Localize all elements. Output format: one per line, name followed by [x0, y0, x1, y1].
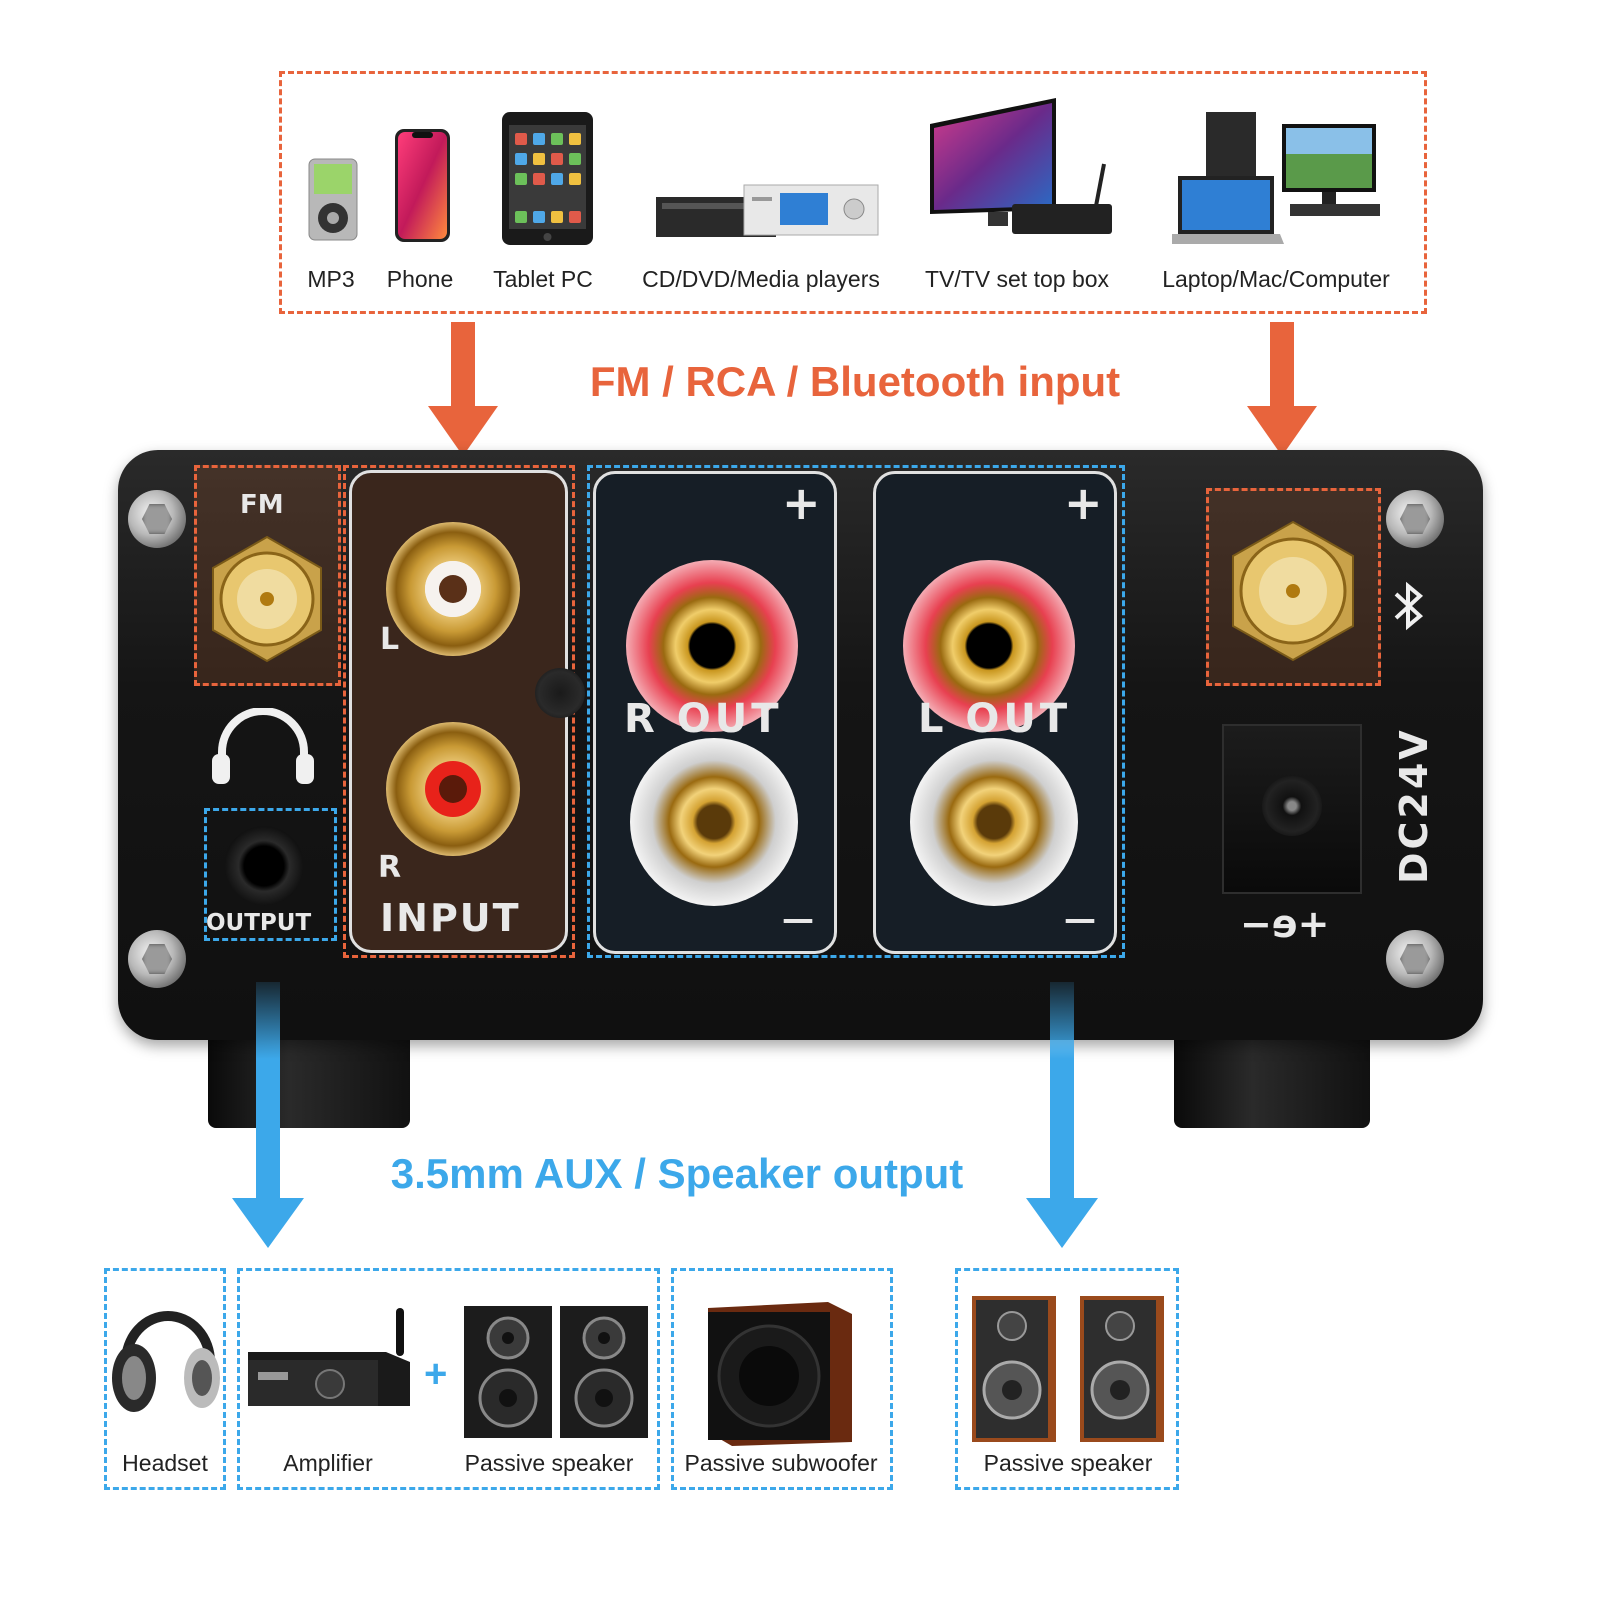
l-out-positive-post: [903, 560, 1075, 732]
output-label-amplifier: Amplifier: [283, 1450, 373, 1476]
source-label-mp3: MP3: [307, 266, 355, 292]
output-box-headset: [104, 1268, 226, 1490]
r-out-minus-label: —: [782, 900, 814, 938]
headphone-symbol-icon: [212, 708, 314, 784]
rca-input-right-ring: [425, 761, 481, 817]
aux-output-jack: [224, 826, 304, 906]
screw-bottom-left: [128, 930, 186, 988]
output-label: OUTPUT: [206, 910, 312, 936]
input-label: INPUT: [380, 896, 521, 940]
source-label-phone: Phone: [386, 266, 454, 292]
r-out-negative-post: [630, 738, 798, 906]
l-out-negative-post: [910, 738, 1078, 906]
output-box-amplifier-speakers: [237, 1268, 660, 1490]
r-out-positive-post: [626, 560, 798, 732]
bookshelf-speakers-icon: [464, 1306, 648, 1438]
output-label-passive-speaker: Passive speaker: [464, 1450, 634, 1476]
speaker-output-box: [587, 465, 1125, 958]
rca-input-left-ring: [425, 561, 481, 617]
output-box-passive-speaker: [955, 1268, 1179, 1490]
output-label-subwoofer: Passive subwoofer: [684, 1450, 878, 1476]
output-headline: 3.5mm AUX / Speaker output: [390, 1150, 964, 1197]
fm-antenna-connector: [203, 535, 331, 663]
computer-icon: [1168, 110, 1382, 246]
l-out-label: L OUT: [918, 696, 1072, 742]
dc-voltage-label: DC24V: [1392, 727, 1436, 884]
input-arrow-left: [428, 322, 498, 456]
output-box-subwoofer: [671, 1268, 893, 1490]
output-label-headset: Headset: [122, 1450, 208, 1476]
tablet-icon: [501, 111, 594, 246]
l-out-plus-label: +: [1064, 476, 1103, 530]
right-foot: [1174, 1028, 1370, 1128]
panel-screw-center: [535, 668, 585, 718]
l-out-minus-label: —: [1064, 900, 1096, 938]
tv-icon: [928, 94, 1114, 244]
screw-top-right: [1386, 490, 1444, 548]
wooden-speakers-icon: [972, 1296, 1164, 1442]
source-label-media-player: CD/DVD/Media players: [642, 266, 880, 292]
phone-icon: [394, 128, 451, 243]
bluetooth-icon: [1394, 581, 1424, 631]
bluetooth-antenna-connector: [1222, 520, 1364, 662]
output-arrow-left: [232, 982, 304, 1248]
input-sources-box: [279, 71, 1427, 314]
source-label-tablet: Tablet PC: [493, 266, 593, 292]
source-label-tv: TV/TV set top box: [924, 266, 1110, 292]
plus-icon: +: [424, 1352, 448, 1396]
input-arrow-right: [1247, 322, 1317, 456]
left-foot: [208, 1028, 410, 1128]
r-out-label: R OUT: [624, 696, 783, 742]
output-label-passive-speaker-2: Passive speaker: [983, 1450, 1153, 1476]
fm-label: FM: [240, 490, 284, 520]
dc-power-jack: [1222, 724, 1362, 894]
headphones-icon: [112, 1311, 220, 1412]
amplifier-icon: [248, 1308, 410, 1406]
input-right-label: R: [378, 850, 402, 885]
mp3-player-icon: [308, 158, 358, 241]
input-headline: FM / RCA / Bluetooth input: [589, 358, 1121, 405]
screw-top-left: [128, 490, 186, 548]
aux-output-box: [204, 808, 337, 941]
subwoofer-icon: [708, 1302, 852, 1446]
source-label-computer: Laptop/Mac/Computer: [1162, 266, 1390, 292]
dc-polarity-label: −ɘ+: [1240, 902, 1330, 946]
r-out-plus-label: +: [782, 476, 821, 530]
media-player-icon: [654, 177, 880, 244]
input-left-label: L: [380, 622, 400, 657]
screw-bottom-right: [1386, 930, 1444, 988]
output-arrow-right: [1026, 982, 1098, 1248]
